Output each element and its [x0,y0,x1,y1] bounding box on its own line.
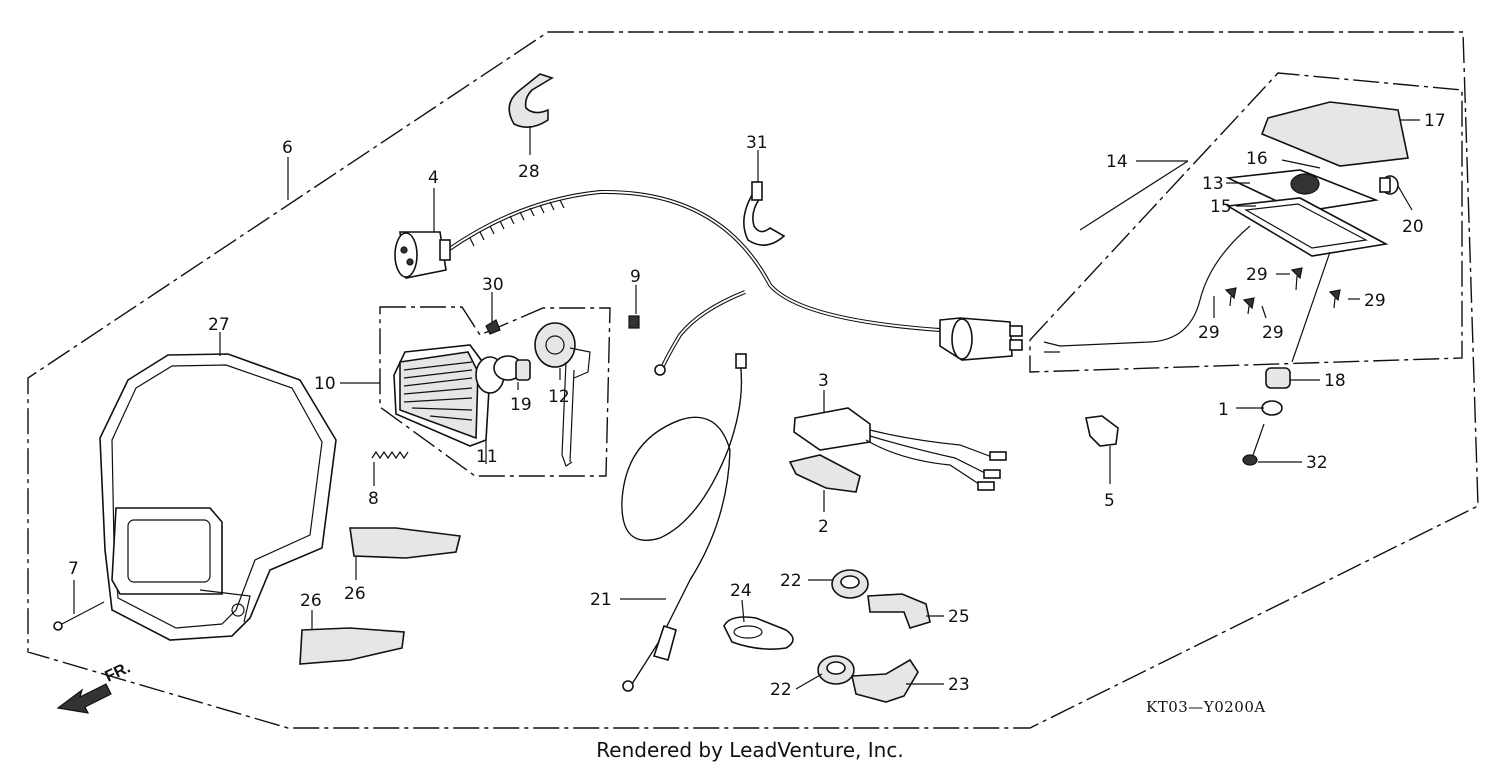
callout-15: 15 [1210,197,1232,217]
callout-1: 1 [1218,400,1229,420]
callout-29-c: 29 [1198,323,1220,343]
callout-21: 21 [590,590,612,610]
callout-14: 14 [1106,152,1128,172]
callout-22-upper: 22 [780,571,802,591]
band-31 [743,181,786,246]
footer-credit: Rendered by LeadVenture, Inc. [596,738,903,762]
callout-25: 25 [948,607,970,627]
callout-27: 27 [208,315,230,335]
band-24 [723,616,794,650]
screw-30 [485,319,501,335]
diagram-code: KT03—Y0200A [1146,698,1266,716]
headlight-cover [99,353,337,641]
switch-3 [793,407,1007,491]
callout-2: 2 [818,517,829,537]
screws-29 [1224,267,1341,315]
callout-26-upper: 26 [344,584,366,604]
callout-13: 13 [1202,174,1224,194]
callout-19: 19 [510,395,532,415]
clamp-23 [851,658,919,703]
callout-labels: 1 2 3 4 5 6 7 8 9 10 11 12 13 14 15 16 1… [68,111,1446,700]
taillight-base-15 [1043,197,1389,353]
callout-29-d: 29 [1262,323,1284,343]
callout-10: 10 [314,374,336,394]
bulb-19 [493,355,531,381]
callout-18: 18 [1324,371,1346,391]
callout-28: 28 [518,162,540,182]
clamp-28 [508,73,554,128]
taillight-sub-boundary [1029,72,1463,373]
callout-30: 30 [482,275,504,295]
socket-12 [534,322,591,467]
assembly-boundary [27,31,1479,729]
spring-8 [371,450,409,460]
callout-23: 23 [948,675,970,695]
callout-8: 8 [368,489,379,509]
callout-7: 7 [68,559,79,579]
callout-16: 16 [1246,149,1268,169]
ring-22-lower [817,655,855,685]
callout-31: 31 [746,133,768,153]
callout-32: 32 [1306,453,1328,473]
bracket-26-upper [349,527,461,559]
main-wire-harness [394,189,1023,376]
callout-26-lower: 26 [300,591,322,611]
callout-11: 11 [476,447,498,467]
clip-9 [628,315,640,329]
ring-22-upper [831,569,869,599]
callout-6: 6 [282,138,293,158]
callout-5: 5 [1104,491,1115,511]
callout-24: 24 [730,581,752,601]
callout-20: 20 [1402,217,1424,237]
callout-9: 9 [630,267,641,287]
clamp-25 [867,593,931,629]
callout-29-a: 29 [1246,265,1268,285]
collar-1 [1261,400,1283,416]
callout-22-lower: 22 [770,680,792,700]
bolt-7 [53,601,105,631]
callout-3: 3 [818,371,829,391]
callout-4: 4 [428,168,439,188]
cable-21 [621,353,747,692]
bracket-2 [788,454,861,493]
callout-17: 17 [1424,111,1446,131]
bolt-32 [1242,423,1265,466]
callout-12: 12 [548,387,570,407]
leader-lines [73,119,1420,690]
callout-29-b: 29 [1364,291,1386,311]
front-direction-arrow [56,683,112,714]
grommet-18 [1265,367,1291,389]
bracket-26-lower [299,627,405,665]
headlight-unit [393,344,505,447]
taillight-lens-17 [1260,101,1409,167]
direction-label: FR. [103,659,134,685]
taillight-socket [1225,169,1399,213]
clip-5 [1085,415,1119,447]
headlight-sub-boundary [379,306,611,477]
